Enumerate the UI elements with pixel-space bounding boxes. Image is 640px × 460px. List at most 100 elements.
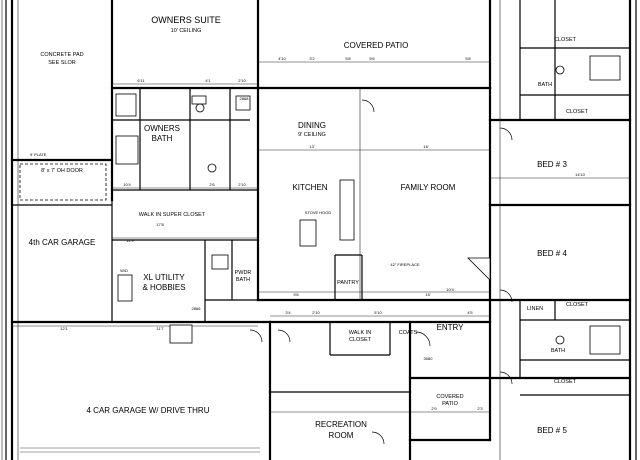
room-label-concrete-pad: CONCRETE PAD (40, 52, 83, 58)
room-label-4-car-garage: 4 CAR GARAGE W/ DRIVE THRU (87, 406, 210, 415)
room-label-walk-in: WALK IN (349, 330, 371, 336)
room-label-xl-utility: XL UTILITY (143, 273, 185, 282)
room-label-dining: DINING (298, 121, 326, 130)
door-swing-icon (277, 329, 291, 343)
dimension-label: 4'10 (278, 56, 286, 61)
plate-note: 9' PLATE (30, 152, 47, 157)
room-label-walk-in-closet: WALK IN SUPER CLOSET (139, 212, 206, 218)
dimension-label: 13' (309, 144, 314, 149)
tub-icon (589, 55, 621, 81)
door-swing-icon (371, 431, 385, 445)
room-label-bath: BATH (538, 82, 552, 88)
dimension-label: 6'11 (137, 78, 145, 83)
dimension-label: 2'6 (209, 182, 215, 187)
dimension-label: 3'4 (285, 310, 291, 315)
room-label-linen: LINEN (527, 306, 543, 312)
toilet-icon (555, 335, 565, 345)
ceiling-note: 10' CEILING (171, 28, 202, 34)
dimension-label: 12'1 (60, 326, 68, 331)
sink-icon (191, 95, 207, 105)
fixtures (19, 55, 621, 355)
room-label-bed-5: BED # 5 (537, 426, 567, 435)
fireplace-note: 42" FIREPLACE (390, 262, 420, 267)
room-label-coats: COATS (399, 330, 418, 336)
dimension-label: 10'4 (446, 287, 454, 292)
dimension-label: 2'10 (238, 78, 246, 83)
ceiling-note: 9' CEILING (298, 132, 326, 138)
doors (249, 99, 513, 445)
room-label-recreation: RECREATION (315, 420, 367, 429)
dimension-label: 10'4 (123, 182, 131, 187)
furnace-icon (169, 324, 193, 344)
shower-icon (115, 135, 139, 165)
door-swing-icon (249, 329, 263, 343)
dimension-label: 5'6 (369, 56, 375, 61)
room-label-pantry: PANTRY (337, 280, 359, 286)
garage-door-icon (19, 163, 107, 201)
vanity-icon (235, 95, 251, 111)
room-label-entry: ENTRY (437, 323, 465, 332)
room-label-4th-car-garage: 4th CAR GARAGE (29, 238, 96, 247)
dimension-label: 5'8 (465, 56, 471, 61)
dimension-label: 14'10 (575, 172, 585, 177)
room-label-bed-3: BED # 3 (537, 160, 567, 169)
garage-door-note: 8' x 7' OH DOOR (41, 168, 83, 174)
room-label-closet: CLOSET (566, 302, 589, 308)
room-label-hobbies: & HOBBIES (142, 283, 185, 292)
toilet-icon (207, 163, 217, 173)
dimension-label: 16' (423, 144, 428, 149)
plan-notes: 9' PLATE 42" FIREPLACE W/D 3080 2868 286… (30, 96, 433, 361)
room-label-owners-bath-1: OWNERS (144, 124, 180, 133)
room-label-kitchen: KITCHEN (292, 183, 327, 192)
door-note: 2866 (192, 306, 202, 311)
room-label-bath: BATH (551, 348, 565, 354)
drive-thru-hatch (20, 447, 260, 453)
room-label-closet: CLOSET (554, 379, 577, 385)
room-label-closet: CLOSET (554, 37, 577, 43)
room-label-pwdr-bath: BATH (236, 277, 250, 283)
dimension-label: 3'2 (309, 56, 315, 61)
room-label-covered: COVERED (436, 394, 463, 400)
fireplace-icon (467, 257, 491, 281)
room-labels: OWNERS SUITE 10' CEILING COVERED PATIO C… (29, 15, 589, 440)
room-label-see-slor: SEE SLOR (48, 60, 76, 66)
sink-icon (211, 254, 229, 270)
sink-basin-icon (195, 103, 205, 113)
room-label-closet: CLOSET (566, 109, 589, 115)
dimension-label: 9'8 (293, 292, 299, 297)
door-note: 3080 (424, 356, 434, 361)
room-label-bed-4: BED # 4 (537, 249, 567, 258)
dimension-label: 2'3 (477, 406, 483, 411)
dimension-label: 15' (425, 292, 430, 297)
room-label-walk-in-closet-2: CLOSET (349, 337, 372, 343)
door-swing-icon (415, 331, 431, 347)
room-label-recreation-room: ROOM (329, 431, 354, 440)
dimension-label: 4'1 (205, 78, 211, 83)
room-label-pwdr: PWDR (235, 270, 252, 276)
door-swing-icon (361, 99, 375, 113)
dimension-label: 11'7 (156, 326, 164, 331)
room-label-patio: PATIO (442, 401, 458, 407)
exterior-walls (5, 0, 637, 460)
door-swing-icon (499, 127, 513, 141)
tub-icon (115, 93, 137, 117)
door-swing-icon (499, 289, 513, 303)
washer-dryer-note: W/D (120, 268, 128, 273)
stove-hood-note: STOVE HOOD (305, 210, 332, 215)
counter-icon (339, 179, 355, 241)
dimension-label: 17'8 (156, 222, 164, 227)
room-label-family-room: FAMILY ROOM (401, 183, 456, 192)
dimension-label: 2'10 (312, 310, 320, 315)
room-label-owners-suite: OWNERS SUITE (151, 15, 221, 25)
room-label-covered-patio: COVERED PATIO (344, 41, 409, 50)
toilet-icon (555, 65, 565, 75)
door-note: 2868 (240, 96, 250, 101)
washer-dryer-icon (117, 274, 133, 302)
dimension-label: 5'10 (374, 310, 382, 315)
dimension-label: 2'10 (238, 182, 246, 187)
dimension-label: 2'9 (431, 406, 437, 411)
interior-walls (12, 0, 630, 396)
tub-icon (589, 325, 621, 355)
